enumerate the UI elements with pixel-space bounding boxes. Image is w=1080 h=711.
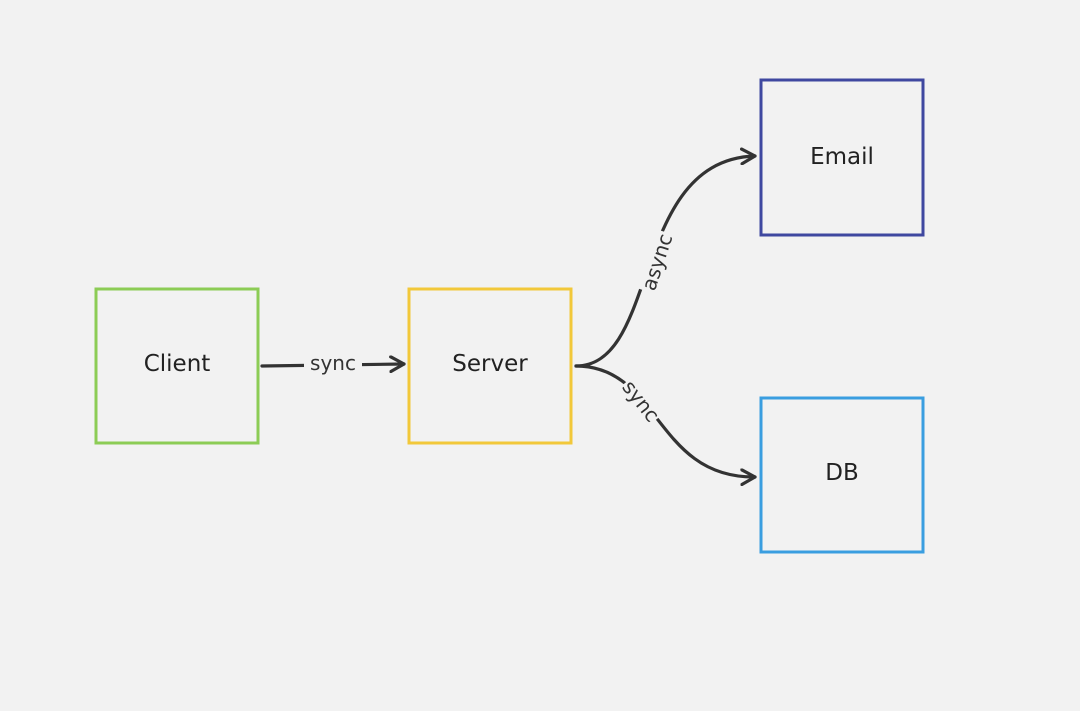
edge-label-server-email-text: async (637, 231, 678, 294)
node-client-label: Client (144, 351, 211, 377)
node-db[interactable]: DB (759, 396, 925, 554)
node-email-box (759, 78, 925, 237)
edge-server-db[interactable] (574, 364, 755, 477)
node-client[interactable]: Client (94, 287, 260, 445)
node-db-label: DB (825, 460, 859, 486)
edge-label-client-server-text: sync (310, 351, 356, 375)
edge-label-server-email: async (635, 228, 679, 296)
node-email-label: Email (810, 144, 874, 170)
node-db-box (759, 396, 925, 554)
node-client-box (94, 287, 260, 445)
node-server-box (407, 287, 573, 445)
node-server[interactable]: Server (407, 287, 573, 445)
edge-label-client-server: sync (304, 350, 362, 378)
node-email[interactable]: Email (759, 78, 925, 237)
node-server-label: Server (452, 351, 528, 377)
